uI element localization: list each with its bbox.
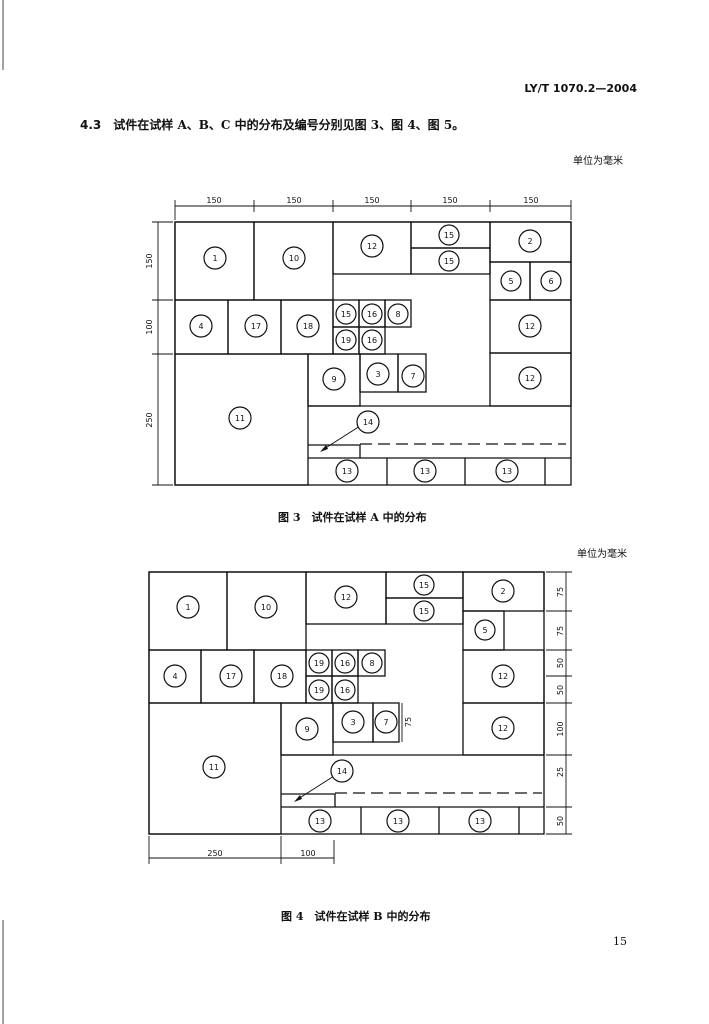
fig3-top-dim-4: 150: [442, 196, 457, 205]
fig3-piece-12b: 12: [525, 322, 535, 331]
fig3-piece-8: 8: [395, 310, 400, 319]
fig3-left-dim-1: 150: [145, 253, 154, 268]
fig3-top-dim-1: 150: [206, 196, 221, 205]
fig4-piece-14: 14: [337, 767, 347, 776]
figure3-unit-note: 单位为毫米: [573, 156, 623, 167]
fig4-piece-4: 4: [172, 672, 177, 681]
fig3-top-dim-2: 150: [286, 196, 301, 205]
fig3-top-dim-5: 150: [523, 196, 538, 205]
fig3-piece-13a: 13: [342, 467, 352, 476]
fig3-piece-10: 10: [289, 254, 299, 263]
fig3-piece-17: 17: [251, 322, 261, 331]
fig3-piece-12c: 12: [525, 374, 535, 383]
fig4-piece-2: 2: [500, 587, 505, 596]
fig4-piece-13b: 13: [393, 817, 403, 826]
fig4-right-dim-4: 50: [556, 685, 565, 695]
fig3-piece-9: 9: [331, 375, 336, 384]
fig4-right-dim-5: 100: [556, 721, 565, 736]
standard-code: LY/T 1070.2—2004: [524, 82, 637, 95]
fig4-piece-17: 17: [226, 672, 236, 681]
fig4-piece-13a: 13: [315, 817, 325, 826]
fig4-piece-19a: 19: [314, 659, 324, 668]
fig3-piece-16a: 16: [367, 310, 377, 319]
fig3-piece-5: 5: [508, 277, 513, 286]
fig3-left-dim-3: 250: [145, 412, 154, 427]
fig3-piece-14: 14: [363, 418, 373, 427]
figure4-caption: 图 4 试件在试样 B 中的分布: [281, 910, 431, 923]
fig4-piece-12b: 12: [498, 672, 508, 681]
fig4-right-dim-3: 50: [556, 658, 565, 668]
fig4-piece-12a: 12: [341, 593, 351, 602]
fig4-right-dim-1: 75: [556, 587, 565, 597]
fig3-piece-19: 19: [341, 336, 351, 345]
fig4-piece-16b: 16: [340, 686, 350, 695]
fig4-piece-11: 11: [209, 763, 219, 772]
fig3-piece-13b: 13: [420, 467, 430, 476]
fig4-piece-18: 18: [277, 672, 287, 681]
fig3-top-dim-3: 150: [364, 196, 379, 205]
fig3-left-dim-2: 100: [145, 319, 154, 334]
figure3-caption: 图 3 试件在试样 A 中的分布: [278, 511, 427, 524]
fig3-piece-15c: 15: [341, 310, 351, 319]
fig3-piece-2: 2: [527, 237, 532, 246]
fig3-piece-15b: 15: [444, 257, 454, 266]
fig4-piece-10: 10: [261, 603, 271, 612]
fig4-inner-dim: 75: [404, 717, 413, 727]
fig4-piece-19b: 19: [314, 686, 324, 695]
fig4-piece-8: 8: [369, 659, 374, 668]
section-text: 试件在试样 A、B、C 中的分布及编号分别见图 3、图 4、图 5。: [113, 118, 465, 132]
fig3-piece-12a: 12: [367, 242, 377, 251]
fig4-piece-15b: 15: [419, 607, 429, 616]
fig3-piece-11: 11: [235, 414, 245, 423]
page-number: 15: [613, 935, 627, 948]
fig3-piece-7: 7: [410, 372, 415, 381]
fig4-right-dim-7: 50: [556, 816, 565, 826]
fig4-piece-3: 3: [350, 718, 355, 727]
fig4-bottom-dim-1: 250: [207, 849, 222, 858]
fig4-piece-5: 5: [482, 626, 487, 635]
section-number: 4.3: [80, 118, 102, 132]
fig4-piece-9: 9: [304, 725, 309, 734]
fig4-right-dim-6: 25: [556, 767, 565, 777]
fig3-piece-15a: 15: [444, 231, 454, 240]
fig3-piece-3: 3: [375, 370, 380, 379]
fig4-piece-7: 7: [383, 718, 388, 727]
fig4-piece-16a: 16: [340, 659, 350, 668]
fig3-piece-6: 6: [548, 277, 553, 286]
section-heading: 4.3 试件在试样 A、B、C 中的分布及编号分别见图 3、图 4、图 5。: [80, 116, 464, 133]
fig4-piece-12c: 12: [498, 724, 508, 733]
fig3-piece-4: 4: [198, 322, 203, 331]
fig3-piece-18: 18: [303, 322, 313, 331]
fig3-piece-13c: 13: [502, 467, 512, 476]
fig4-piece-13c: 13: [475, 817, 485, 826]
fig4-bottom-dim-2: 100: [300, 849, 315, 858]
fig4-right-dim-2: 75: [556, 626, 565, 636]
fig4-piece-15a: 15: [419, 581, 429, 590]
fig3-piece-1: 1: [212, 254, 217, 263]
fig3-piece-16b: 16: [367, 336, 377, 345]
fig4-piece-1: 1: [185, 603, 190, 612]
figure4-unit-note: 单位为毫米: [577, 549, 627, 560]
